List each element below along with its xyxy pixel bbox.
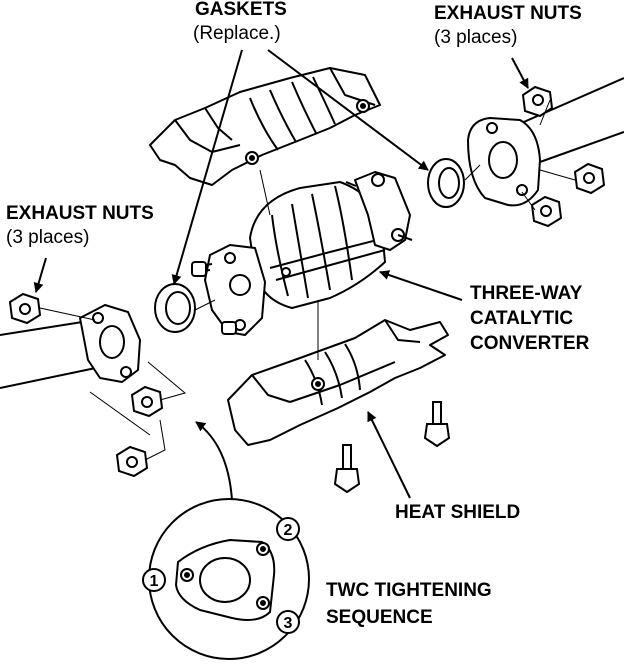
rear-nut-top <box>521 85 554 118</box>
heat-shield-bolt-right <box>423 401 451 448</box>
twc-sequence-inset <box>148 498 310 660</box>
sequence-number-3: 3 <box>284 615 293 632</box>
lower-heat-shield <box>227 319 449 446</box>
converter-label-line1: THREE-WAY <box>470 283 583 304</box>
twc-sequence-label-line2: SEQUENCE <box>326 607 433 628</box>
upper-heat-shield <box>149 67 381 186</box>
sequence-callout-2: 2 <box>276 517 300 541</box>
exhaust-nuts-left-label: EXHAUST NUTS <box>6 203 154 224</box>
twc-sequence-label-line1: TWC TIGHTENING <box>326 580 492 601</box>
gaskets-label: GASKETS <box>195 0 287 20</box>
front-nut-middle <box>130 385 164 418</box>
sequence-callout-1: 1 <box>142 568 166 592</box>
front-pipe-flange <box>0 304 141 389</box>
converter-label-line3: CONVERTER <box>470 333 590 354</box>
converter-label-line2: CATALYTIC <box>470 308 574 329</box>
gasket-front <box>154 283 196 333</box>
exhaust-nuts-right-label: EXHAUST NUTS <box>434 3 582 24</box>
leader-arrows <box>33 49 529 501</box>
heat-shield-label: HEAT SHIELD <box>395 502 521 523</box>
rear-nut-bottom <box>530 195 563 228</box>
alignment-lines <box>39 99 576 461</box>
gaskets-note: (Replace.) <box>193 23 281 44</box>
exhaust-nuts-right-note: (3 places) <box>434 27 518 48</box>
front-nut-bottom <box>115 445 149 478</box>
sequence-callout-3: 3 <box>276 610 300 634</box>
gasket-rear <box>427 158 465 208</box>
rear-pipe-flange <box>467 77 624 207</box>
rear-nut-middle <box>573 162 606 195</box>
catalytic-converter <box>191 171 413 336</box>
exhaust-nuts-left-note: (3 places) <box>6 227 90 248</box>
sequence-number-1: 1 <box>150 573 159 590</box>
heat-shield-bolt-left <box>333 444 361 494</box>
sequence-number-2: 2 <box>284 522 293 539</box>
front-nut-top <box>8 292 42 325</box>
